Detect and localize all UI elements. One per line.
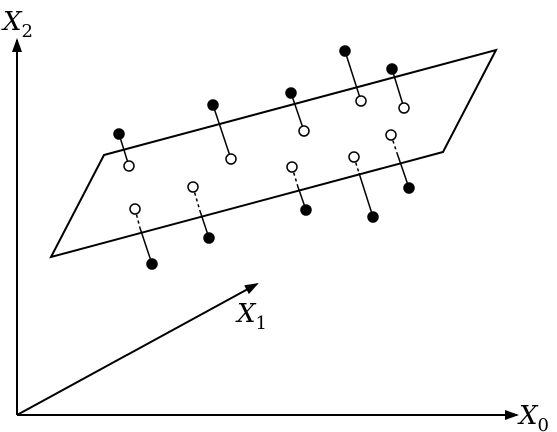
residual-line [358,172,374,218]
observed-point [285,87,297,99]
residual-line [139,227,153,265]
observed-point [367,211,379,223]
residual-above-4 [339,45,367,107]
residual-line [212,104,232,160]
residual-above-3 [285,87,310,137]
residual-above-2 [207,99,237,165]
fitted-point [385,129,397,141]
observed-point [339,45,351,57]
residuals-above-plane [113,45,410,172]
residual-line [344,50,362,102]
residual-line [391,68,405,109]
residual-line [396,152,410,189]
residual-below-2 [187,181,215,244]
fitted-point [298,125,310,137]
x2-axis-label: X2 [1,7,33,42]
residual-line-hidden [192,186,201,212]
residual-below-4 [348,151,379,223]
residual-below-3 [286,161,312,216]
observed-point [146,258,158,270]
observed-point [386,63,398,75]
observed-point [113,128,125,140]
fitted-point [187,181,199,193]
observed-point [203,232,215,244]
fitted-point [123,160,135,172]
fitted-point [286,161,298,173]
x1-label-sub: 1 [256,313,267,334]
observed-point [403,182,415,194]
residual-above-1 [113,128,135,172]
fitted-point [225,153,237,165]
fitted-point [355,95,367,107]
x1-axis-label: X1 [235,299,267,334]
fitted-plane [49,48,498,259]
residuals-below-plane [129,129,415,270]
x1-label-main: X [235,299,257,329]
fitted-point [129,203,141,215]
x1-axis [16,283,259,416]
x2-label-sub: 2 [22,21,33,42]
observed-point [300,204,312,216]
fitted-point [398,102,410,114]
residual-below-5 [385,129,415,194]
residual-line [290,92,305,132]
x0-label-main: X [517,401,539,431]
residual-below-1 [129,203,158,270]
residual-above-5 [386,63,410,114]
x2-label-main: X [1,7,23,37]
x0-label-sub: 0 [538,415,549,432]
fitted-point [348,151,360,163]
observed-point [207,99,219,111]
x0-axis-label: X0 [517,401,549,432]
